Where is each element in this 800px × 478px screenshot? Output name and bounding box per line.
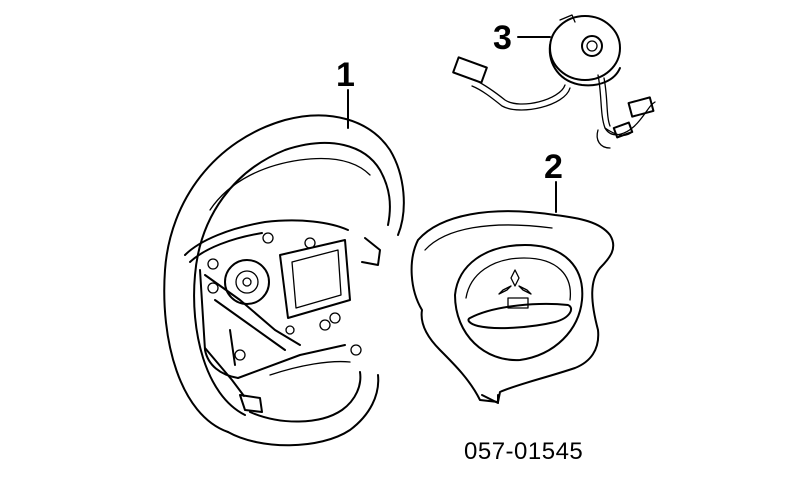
callout-1-label: 1 (336, 56, 355, 94)
airbag-module-drawing (410, 181, 615, 404)
steering-wheel-drawing (163, 89, 405, 447)
logo-icon (498, 269, 532, 295)
callout-3-label: 3 (493, 19, 512, 57)
part-code: 057-01545 (464, 438, 583, 465)
callout-2-label: 2 (544, 148, 563, 186)
clock-spring-drawing (452, 14, 656, 149)
